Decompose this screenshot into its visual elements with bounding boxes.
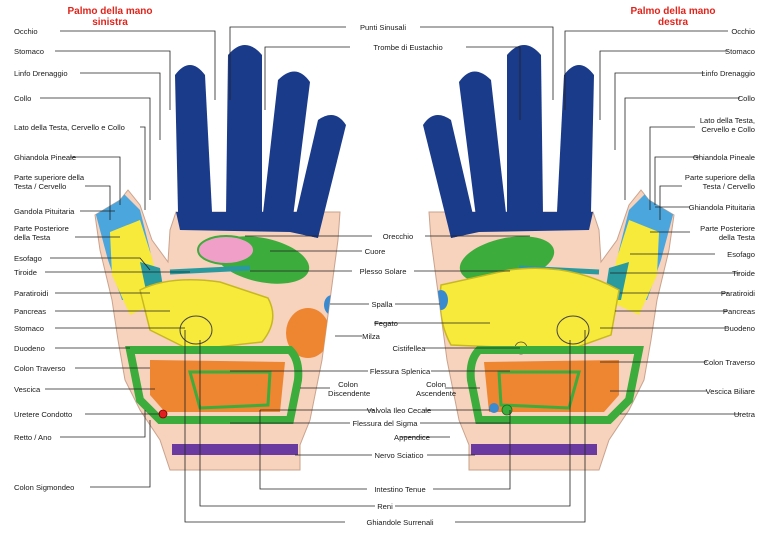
- label-left-stomach-top: Stomaco: [14, 47, 44, 56]
- label-heart: Cuore: [365, 247, 386, 256]
- right-liver-zone: [440, 268, 619, 350]
- label-gallbladder: Cistifellea: [393, 344, 426, 353]
- label-adrenal-glands: Ghiandole Surrenali: [366, 518, 433, 527]
- left-little-finger: [175, 65, 212, 212]
- right-hand: [423, 45, 677, 470]
- label-small-intestine: Intestino Tenue: [374, 485, 425, 494]
- label-liver: Fegato: [374, 319, 398, 328]
- label-left-neck: Collo: [14, 94, 31, 103]
- label-sciatic-nerve: Nervo Sciatico: [375, 451, 424, 460]
- left-rectum-dot: [159, 410, 167, 418]
- label-right-pineal: Ghiandola Pineale: [693, 153, 755, 162]
- label-right-duodenum: Duodeno: [724, 324, 755, 333]
- label-right-transverse-colon: Colon Traverso: [704, 358, 756, 367]
- label-left-pituitary: Gandola Pituitaria: [14, 207, 74, 216]
- label-left-pineal: Ghiandola Pineale: [14, 153, 76, 162]
- right-little-finger: [557, 65, 594, 212]
- label-left-ureter: Uretere Condotto: [14, 410, 72, 419]
- label-sigmoid-flexure: Flessura del Sigma: [353, 419, 418, 428]
- right-appendix-spot: [502, 405, 512, 415]
- label-left-transverse-colon: Colon Traverso: [14, 364, 66, 373]
- label-right-stomach-top: Stomaco: [725, 47, 755, 56]
- right-ring-finger: [507, 45, 543, 215]
- label-kidneys: Reni: [377, 502, 393, 511]
- label-descending-colon: Colon Discendente: [328, 380, 368, 398]
- label-left-top-head: Parte superiore della Testa / Cervello: [14, 173, 104, 191]
- label-right-pancreas: Pancreas: [723, 307, 755, 316]
- label-spleen: Milza: [362, 332, 380, 341]
- label-shoulder: Spalla: [371, 300, 392, 309]
- label-solar-plexus: Plesso Solare: [360, 267, 407, 276]
- label-right-eye: Occhio: [731, 27, 755, 36]
- label-left-back-head: Parte Posteriore della Testa: [14, 224, 84, 242]
- label-left-pancreas: Pancreas: [14, 307, 46, 316]
- label-appendix: Appendice: [394, 433, 430, 442]
- label-left-sigmoid-colon: Colon Sigmondeo: [14, 483, 74, 492]
- label-right-thyroid: Tiroide: [732, 269, 755, 278]
- label-left-side-head: Lato della Testa, Cervello e Collo: [14, 123, 125, 132]
- label-ear: Orecchio: [383, 232, 413, 241]
- right-ileocecal-spot: [489, 403, 499, 413]
- left-hand-title: Palmo della mano sinistra: [55, 6, 165, 28]
- label-ascending-colon: Colon Ascendente: [416, 380, 456, 398]
- label-right-pituitary: Ghiandola Pituitaria: [689, 203, 755, 212]
- label-left-bladder: Vescica: [14, 385, 40, 394]
- label-right-parathyroid: Paratiroidi: [721, 289, 755, 298]
- label-right-top-head: Parte superiore della Testa / Cervello: [667, 173, 755, 191]
- label-eustachian-tubes: Trombe di Eustachio: [373, 43, 442, 52]
- right-sciatic-band: [471, 444, 597, 455]
- label-left-thyroid: Tiroide: [14, 268, 37, 277]
- right-kidney: [557, 316, 589, 344]
- label-right-neck: Collo: [738, 94, 755, 103]
- right-hand-title: Palmo della mano destra: [618, 6, 728, 28]
- label-right-gallbladder: Vescica Biliare: [706, 387, 755, 396]
- label-left-rectum: Retto / Ano: [14, 433, 52, 442]
- label-right-side-head: Lato della Testa, Cervello e Collo: [675, 116, 755, 134]
- label-right-lymph: Linfo Drenaggio: [701, 69, 755, 78]
- left-heart-zone: [198, 236, 254, 264]
- label-left-lymph: Linfo Drenaggio: [14, 69, 68, 78]
- right-shoulder-spot: [434, 290, 448, 310]
- label-right-urethra: Uretra: [734, 410, 755, 419]
- left-sciatic-band: [172, 444, 298, 455]
- label-left-esophagus: Esofago: [14, 254, 42, 263]
- label-right-esophagus: Esofago: [727, 250, 755, 259]
- label-ileocecal-valve: Valvola Ileo Cecale: [367, 406, 431, 415]
- label-left-duodenum: Duodeno: [14, 344, 45, 353]
- label-sinus-points: Punti Sinusali: [360, 23, 406, 32]
- label-splenic-flexure: Flessura Splenica: [370, 367, 430, 376]
- left-shoulder-spot: [324, 295, 340, 315]
- left-hand: [92, 45, 346, 470]
- left-ring-finger: [226, 45, 262, 215]
- label-left-eye: Occhio: [14, 27, 38, 36]
- label-left-stomach: Stomaco: [14, 324, 44, 333]
- label-right-back-head: Parte Posteriore della Testa: [683, 224, 755, 242]
- label-left-parathyroid: Paratiroidi: [14, 289, 48, 298]
